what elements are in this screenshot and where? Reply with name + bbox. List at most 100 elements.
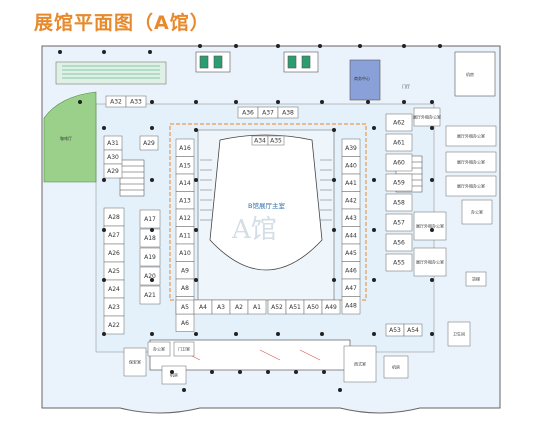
- room-layer: 展厅外租办公室展厅外租办公室展厅外租办公室展厅外租办公室展厅外租办公室展厅外租办…: [123, 107, 497, 385]
- booth-label: A9: [181, 267, 189, 274]
- booth-label: A55: [393, 260, 405, 267]
- booth-label: A1: [253, 304, 261, 311]
- booth-label: A47: [345, 285, 357, 292]
- booth-label: A39: [345, 145, 357, 152]
- booth-a48[interactable]: [341, 296, 361, 315]
- booth-a57[interactable]: [385, 213, 413, 232]
- booth-a18[interactable]: [139, 228, 161, 248]
- room: [447, 321, 471, 347]
- pillar: [234, 100, 238, 104]
- booth-a29[interactable]: [103, 163, 123, 179]
- room: [413, 107, 441, 127]
- pillar: [430, 178, 434, 182]
- booth-a33[interactable]: [125, 95, 147, 108]
- booth-label: A23: [108, 304, 120, 311]
- booth-a35[interactable]: [267, 135, 285, 146]
- booth-label: A44: [345, 232, 357, 239]
- pillar: [366, 100, 370, 104]
- booth-label: A29: [107, 168, 119, 175]
- booth-a59[interactable]: [385, 173, 413, 192]
- pillar: [102, 178, 106, 182]
- booth-label: A6: [181, 320, 189, 327]
- booth-a17[interactable]: [139, 209, 161, 229]
- booth-a55[interactable]: [385, 253, 413, 272]
- booth-label: A20: [144, 273, 156, 280]
- room-label: 办公室: [153, 346, 165, 352]
- booth-label: A22: [108, 322, 120, 329]
- pillar: [102, 50, 106, 54]
- pillar: [372, 178, 376, 182]
- room: [445, 151, 497, 173]
- pillar: [430, 332, 434, 336]
- pillar: [150, 278, 154, 282]
- booth-label: A42: [345, 197, 357, 204]
- booth-label: A21: [144, 292, 156, 299]
- booth-label: A33: [130, 99, 142, 106]
- pillar: [294, 370, 298, 374]
- booth-label: A5: [181, 304, 189, 311]
- stair-left: [119, 159, 145, 197]
- pillar: [332, 128, 336, 132]
- booth-a22[interactable]: [103, 315, 125, 335]
- escalator-top-left: [55, 61, 167, 85]
- booth-label: A60: [393, 160, 405, 167]
- service-center-room: [349, 59, 381, 101]
- booth-a1[interactable]: [247, 299, 267, 315]
- booth-label: A35: [270, 138, 282, 145]
- pillar: [276, 100, 280, 104]
- pillar: [430, 126, 434, 130]
- pillar: [430, 278, 434, 282]
- booth-label: A31: [107, 140, 119, 147]
- pillar: [430, 100, 434, 104]
- pillar: [102, 126, 106, 130]
- booth-a38[interactable]: [277, 106, 299, 119]
- pillar: [332, 228, 336, 232]
- room: [147, 341, 171, 357]
- booth-label: A15: [179, 162, 191, 169]
- booth-a60[interactable]: [385, 153, 413, 172]
- room-label: 展厅外租办公室: [416, 223, 444, 229]
- pillar: [182, 388, 186, 392]
- booth-a56[interactable]: [385, 233, 413, 252]
- booth-label: A40: [345, 162, 357, 169]
- booth-label: A19: [144, 254, 156, 261]
- room-label: 西式室: [354, 361, 366, 367]
- page-title: 展馆平面图（A馆）: [34, 12, 210, 34]
- pillar: [194, 128, 198, 132]
- pillar: [320, 100, 324, 104]
- hall-label: B馆展厅主室: [248, 201, 285, 210]
- room: [161, 365, 187, 385]
- pillar: [438, 44, 442, 48]
- watermark-text: A馆: [231, 215, 277, 245]
- room-label: 保安室: [129, 359, 141, 365]
- pillar: [102, 228, 106, 232]
- pillar: [332, 178, 336, 182]
- room-label: 货梯: [472, 276, 480, 282]
- pillar: [372, 332, 376, 336]
- room-label: 门卫室: [178, 346, 190, 352]
- booth-a58[interactable]: [385, 193, 413, 212]
- pillar: [194, 332, 198, 336]
- booth-a61[interactable]: [385, 133, 413, 152]
- booth-label: A18: [144, 235, 156, 242]
- room: [123, 347, 147, 377]
- booth-a62[interactable]: [385, 113, 413, 132]
- pillar: [276, 332, 280, 336]
- booth-label: A41: [345, 180, 357, 187]
- pillar: [102, 278, 106, 282]
- pillar: [148, 50, 152, 54]
- booth-a20[interactable]: [139, 266, 161, 286]
- booth-a49[interactable]: [321, 299, 341, 315]
- pillar: [402, 44, 406, 48]
- pillar: [234, 332, 238, 336]
- pillar: [338, 388, 342, 392]
- room: [445, 175, 497, 197]
- escalator-stripes: [62, 65, 160, 79]
- booth-a19[interactable]: [139, 247, 161, 267]
- booth-a29[interactable]: [139, 135, 159, 151]
- pillar: [402, 100, 406, 104]
- booth-a54[interactable]: [403, 323, 423, 337]
- booth-a21[interactable]: [139, 285, 161, 305]
- booth-label: A46: [345, 267, 357, 274]
